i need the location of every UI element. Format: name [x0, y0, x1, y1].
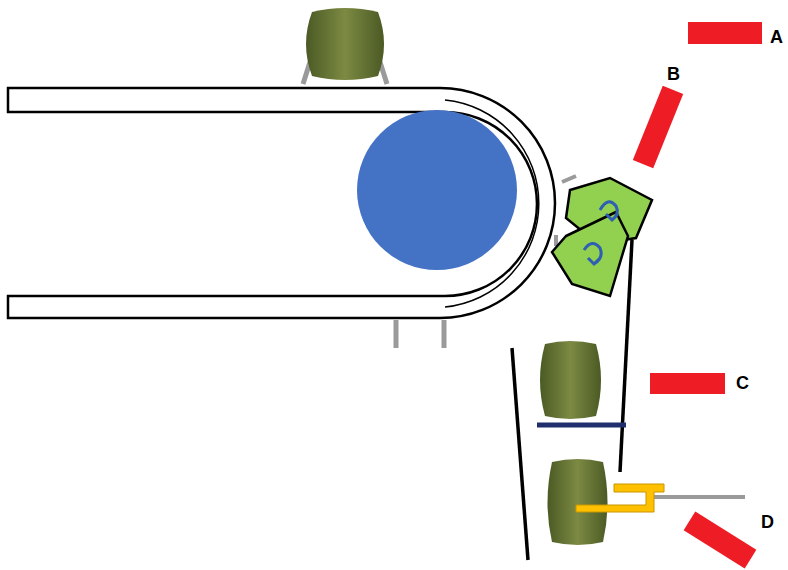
callout-letter: B [667, 64, 680, 84]
rotation-arrow [600, 202, 618, 220]
fruit [548, 459, 608, 545]
sensor [633, 86, 683, 168]
chute-wall [512, 348, 528, 560]
sensor [650, 373, 725, 394]
sensor [688, 22, 762, 44]
chute-wall [620, 240, 632, 472]
cup-holder [396, 320, 444, 348]
rotation-arrow [584, 243, 601, 264]
stop-gate [537, 423, 626, 428]
fruit [306, 8, 384, 80]
conveyor-belt [8, 88, 555, 318]
callout-letter: C [736, 373, 749, 393]
callout-letter: D [761, 512, 774, 532]
flipper [552, 212, 628, 296]
fruit [540, 341, 601, 419]
callout-letter: A [770, 27, 783, 47]
drive-drum [357, 110, 517, 270]
actuator-rod [650, 495, 745, 499]
gripper [576, 484, 664, 512]
sensor [684, 512, 757, 569]
